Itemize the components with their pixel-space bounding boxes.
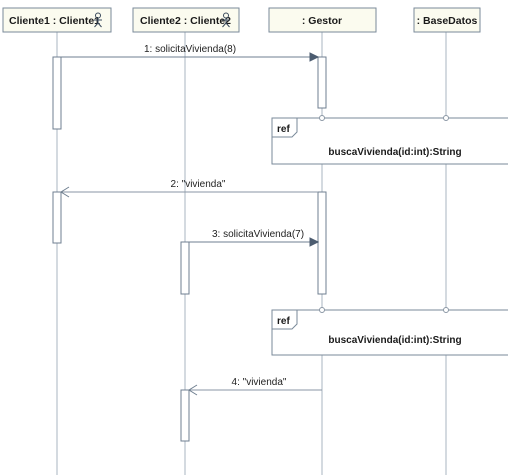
- stick-figure-icon: [222, 12, 230, 28]
- ref-text-2: buscaVivienda(id:int):String: [328, 335, 461, 346]
- lifeline-title-basedatos: : BaseDatos: [417, 15, 478, 27]
- message-4[interactable]: 4: "vivienda": [188, 377, 322, 396]
- arrowhead-filled-icon: [309, 52, 320, 62]
- activation-cliente2-1: [180, 241, 190, 295]
- arrowhead-open-icon: [188, 384, 198, 396]
- stick-figure-icon: [94, 12, 102, 28]
- ref-frame-2[interactable]: ref buscaVivienda(id:int):String: [271, 307, 508, 356]
- message-2[interactable]: 2: "vivienda": [60, 179, 318, 198]
- activation-cliente2-2: [180, 389, 190, 442]
- message-1[interactable]: 1: solicitaVivienda(8): [61, 44, 320, 62]
- message-label-3: 3: solicitaVivienda(7): [212, 229, 304, 240]
- activation-cliente1-1: [52, 56, 62, 130]
- activation-gestor-2: [317, 191, 327, 295]
- lifeline-header-basedatos[interactable]: : BaseDatos: [413, 7, 481, 33]
- arrowhead-open-icon: [60, 186, 70, 198]
- message-3[interactable]: 3: solicitaVivienda(7): [189, 229, 320, 247]
- activation-gestor-1: [317, 56, 327, 109]
- gate-basedatos-2: [443, 307, 449, 313]
- gate-basedatos-1: [443, 115, 449, 121]
- message-label-1: 1: solicitaVivienda(8): [144, 44, 236, 55]
- lifeline-title-gestor: : Gestor: [302, 15, 342, 27]
- lifeline-header-cliente1[interactable]: Cliente1 : Cliente1: [2, 7, 112, 33]
- ref-text-1: buscaVivienda(id:int):String: [328, 147, 461, 158]
- gate-gestor-1: [319, 115, 325, 121]
- ref-frame-1[interactable]: ref buscaVivienda(id:int):String: [271, 115, 508, 165]
- gate-gestor-2: [319, 307, 325, 313]
- message-label-2: 2: "vivienda": [171, 179, 226, 190]
- lifeline-title-cliente1: Cliente1 : Cliente1: [9, 15, 100, 27]
- message-label-4: 4: "vivienda": [232, 377, 287, 388]
- ref-tag-2: ref: [277, 316, 290, 327]
- lifeline-header-cliente2[interactable]: Cliente2 : Cliente2: [132, 7, 240, 33]
- arrowhead-filled-icon: [309, 237, 320, 247]
- lifeline-header-gestor[interactable]: : Gestor: [268, 7, 377, 33]
- activation-cliente1-2: [52, 191, 62, 244]
- ref-tag-1: ref: [277, 124, 290, 135]
- lifeline-title-cliente2: Cliente2 : Cliente2: [140, 15, 231, 27]
